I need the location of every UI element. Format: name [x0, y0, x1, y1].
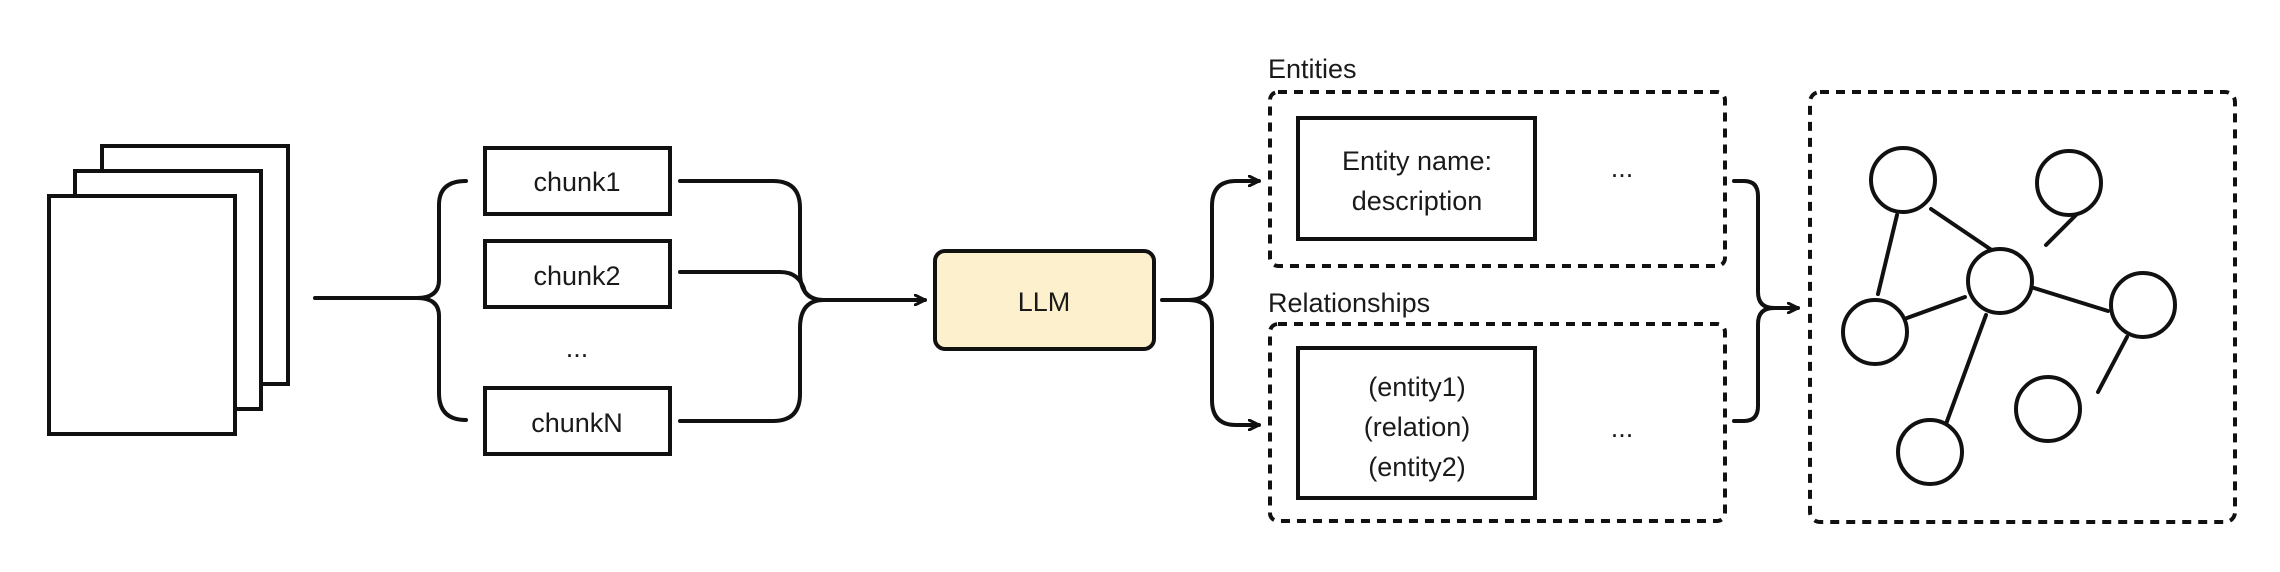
- relationship-card: [1296, 346, 1537, 500]
- chunk-label-n: chunkN: [531, 408, 623, 438]
- llm-label: LLM: [1018, 287, 1071, 317]
- graph-node: [1841, 298, 1909, 366]
- entity-card-line-1: Entity name:: [1342, 146, 1492, 176]
- graph-edge: [2096, 335, 2129, 394]
- entity-card-line-2: description: [1352, 186, 1483, 216]
- merge-brace-top: [1732, 179, 1796, 310]
- graph-node: [2109, 271, 2177, 339]
- graph-edge: [2044, 209, 2082, 247]
- relationship-card-line-3: (entity2): [1368, 452, 1466, 482]
- chunk-label-1: chunk1: [533, 167, 620, 197]
- graph-node: [1869, 146, 1937, 214]
- llm-box: LLM: [933, 249, 1156, 351]
- graph-edge: [1905, 295, 1967, 320]
- graph-edge: [1929, 207, 1998, 255]
- graph-node: [2014, 375, 2082, 443]
- relationship-card-line-1: (entity1): [1368, 372, 1466, 402]
- entities-arrow: [1186, 181, 1261, 302]
- document-stack-icon: [47, 144, 290, 436]
- document-page-front: [47, 194, 237, 436]
- relationships-container: [1268, 322, 1727, 523]
- knowledge-graph-icon: [1841, 146, 2177, 486]
- relationship-card-line-2: (relation): [1364, 412, 1471, 442]
- merge-brace-bottom: [1732, 306, 1776, 423]
- chunk-box-2: chunk2: [483, 239, 672, 309]
- entities-title: Entities: [1268, 54, 1357, 84]
- entity-card: [1296, 116, 1537, 241]
- graph-node: [1896, 418, 1964, 486]
- graph-node: [1966, 247, 2034, 315]
- relationships-title: Relationships: [1268, 288, 1430, 318]
- relationships-arrow: [1186, 298, 1261, 425]
- entities-container: [1268, 90, 1727, 268]
- graph-edge: [1876, 213, 1899, 296]
- chunk2-connector: [678, 270, 826, 302]
- chunk-label-2: chunk2: [533, 261, 620, 291]
- chunk-ellipsis: ...: [566, 333, 589, 363]
- knowledge-graph-container: [1808, 90, 2237, 524]
- chunk-box-1: chunk1: [483, 146, 672, 216]
- graph-edge: [2032, 286, 2110, 313]
- chunk-box-n: chunkN: [483, 386, 672, 456]
- relationships-ellipsis: ...: [1611, 413, 1634, 443]
- split-brace: [415, 179, 468, 422]
- chunkn-connector: [678, 298, 826, 423]
- graph-node: [2035, 149, 2103, 217]
- entities-ellipsis: ...: [1611, 153, 1634, 183]
- graph-edge: [1944, 313, 1988, 426]
